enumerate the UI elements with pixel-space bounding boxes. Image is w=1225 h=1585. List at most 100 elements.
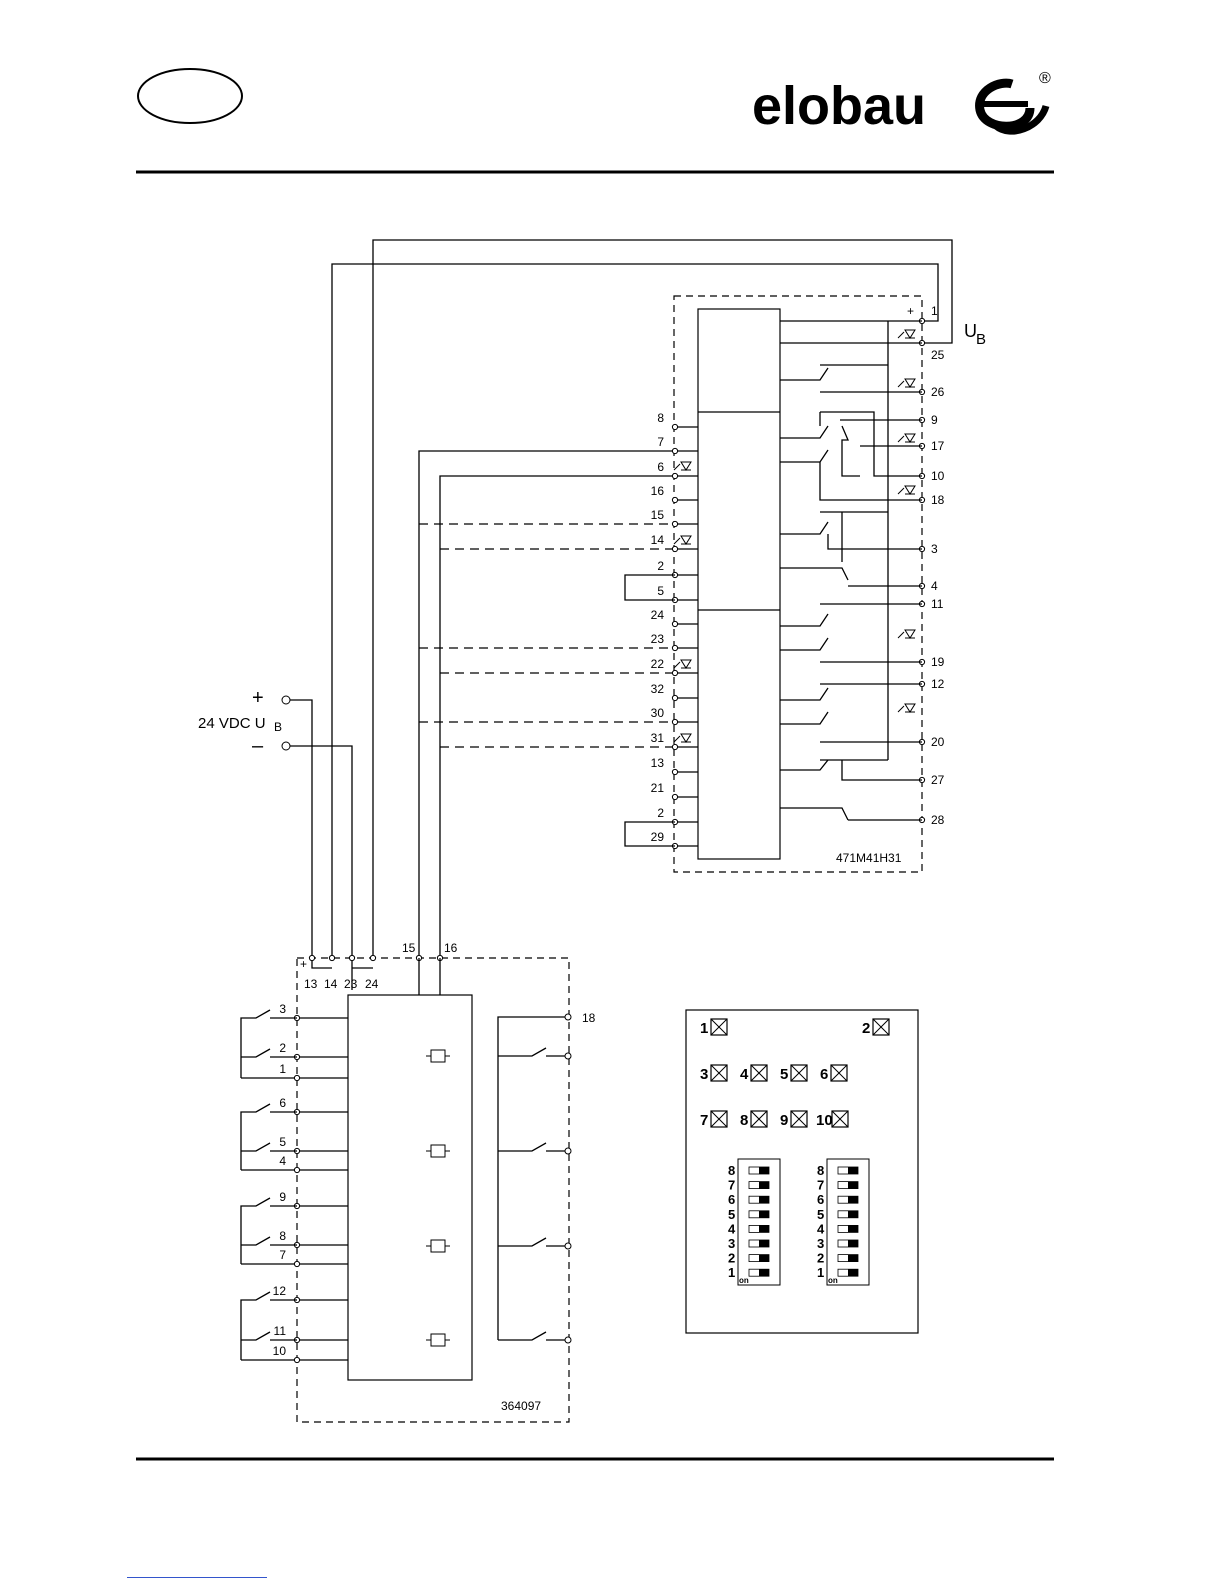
terminal-label: 32 <box>651 682 665 696</box>
dip-label: 7 <box>728 1178 735 1193</box>
module-top-block <box>698 309 780 859</box>
footer-link-underline[interactable] <box>127 1577 267 1578</box>
terminal-label: 3 <box>279 1002 286 1016</box>
dip-label: 1 <box>817 1265 824 1280</box>
terminal-label: 14 <box>651 533 665 547</box>
dip-label: 6 <box>728 1192 735 1207</box>
terminal-label: 15 <box>651 508 665 522</box>
terminal-label: 29 <box>651 830 665 844</box>
dip-label: 3 <box>817 1236 824 1251</box>
page-marker-ellipse <box>138 69 242 123</box>
led-label: 9 <box>780 1112 788 1129</box>
terminal-label: 13 <box>651 756 665 770</box>
terminal-label: 17 <box>931 439 945 453</box>
led-label: 6 <box>820 1066 828 1083</box>
terminal-label: 30 <box>651 706 665 720</box>
output-contacts <box>498 1014 571 1343</box>
terminal-label: 13 <box>304 977 318 991</box>
module-top-plus: + <box>907 304 914 318</box>
dip-on-label: on <box>828 1276 838 1285</box>
led-label: 2 <box>862 1020 870 1037</box>
dip-label: 2 <box>817 1251 824 1266</box>
terminal-label: 11 <box>274 1324 287 1338</box>
module-top-model: 471M41H31 <box>836 851 902 865</box>
dip-label: 8 <box>728 1163 735 1178</box>
terminal-label: 26 <box>931 385 945 399</box>
led-label: 10 <box>816 1112 833 1129</box>
terminal-label: 31 <box>651 731 665 745</box>
dip-label: 4 <box>728 1221 736 1236</box>
terminal-label: 20 <box>931 735 945 749</box>
led-label: 7 <box>700 1112 708 1129</box>
terminal-label: 4 <box>931 579 938 593</box>
terminal-label: 7 <box>657 435 664 449</box>
led-label: 4 <box>740 1066 749 1083</box>
dip-label: 4 <box>817 1221 825 1236</box>
dip-on-label: on <box>739 1276 749 1285</box>
input-switches <box>241 1010 270 1360</box>
terminal-label: 1 <box>279 1062 286 1076</box>
terminal-label: 16 <box>651 484 665 498</box>
terminal-label: 12 <box>931 677 945 691</box>
terminal-label: 9 <box>279 1190 286 1204</box>
supply: + – 24 VDC U B <box>198 687 352 958</box>
led-label: 5 <box>780 1066 788 1083</box>
terminal-label: 25 <box>931 348 945 362</box>
dip-label: 2 <box>728 1251 735 1266</box>
ub-sub: B <box>976 331 986 348</box>
dip-switch-block[interactable] <box>738 1159 780 1285</box>
input-terminal-16: 16 <box>444 941 458 955</box>
terminal-label: 7 <box>279 1248 286 1262</box>
terminal-label: 11 <box>931 597 944 611</box>
led-label: 1 <box>700 1020 708 1037</box>
module-bottom-plus: + <box>300 957 307 971</box>
terminal-label: 21 <box>651 781 665 795</box>
terminal-label: 24 <box>651 608 665 622</box>
terminal-label: 22 <box>651 657 665 671</box>
header: elobau ® <box>136 69 1054 172</box>
dip-label: 6 <box>817 1192 824 1207</box>
dip-switch-block[interactable] <box>827 1159 869 1285</box>
terminal-label: 4 <box>279 1154 286 1168</box>
terminal-label: 2 <box>657 559 664 573</box>
supply-plus: + <box>252 687 264 709</box>
supply-voltage-sub: B <box>274 720 282 734</box>
led-label: 8 <box>740 1112 748 1129</box>
module-top-contacts <box>780 321 922 820</box>
dip-label: 5 <box>817 1207 824 1222</box>
terminal-label: 2 <box>657 806 664 820</box>
output-terminal-18: 18 <box>582 1011 596 1025</box>
terminal-label: 19 <box>931 655 945 669</box>
terminal-label: 18 <box>931 493 945 507</box>
registered-mark: ® <box>1039 70 1051 87</box>
led-label: 3 <box>700 1066 708 1083</box>
terminal-label: 28 <box>931 813 945 827</box>
supply-minus: – <box>252 735 264 757</box>
wiring <box>312 240 952 990</box>
terminal-label: 23 <box>651 632 665 646</box>
terminal-label: 6 <box>279 1096 286 1110</box>
terminal-label: 14 <box>324 977 338 991</box>
terminal-label: 9 <box>931 413 938 427</box>
module-top: + 471M41H31 U B 876161514252423223230311… <box>625 296 986 872</box>
terminal-label: 3 <box>931 542 938 556</box>
module-bottom-model: 364097 <box>501 1399 541 1413</box>
terminal-label: 5 <box>279 1135 286 1149</box>
terminal-label: 23 <box>344 977 358 991</box>
terminal-label: 5 <box>657 584 664 598</box>
module-bottom-block <box>348 995 472 1380</box>
dip-label: 5 <box>728 1207 735 1222</box>
terminal-label: 24 <box>365 977 379 991</box>
terminal-label: 27 <box>931 773 945 787</box>
terminal-label: 8 <box>279 1229 286 1243</box>
dip-label: 1 <box>728 1265 735 1280</box>
brand-logo-text: elobau <box>752 76 926 136</box>
dip-label: 3 <box>728 1236 735 1251</box>
dip-label: 8 <box>817 1163 824 1178</box>
terminal-label: 8 <box>657 411 664 425</box>
input-terminal-15: 15 <box>402 941 416 955</box>
brand-logo-mark: ® <box>980 70 1051 131</box>
terminal-label: 10 <box>931 469 945 483</box>
